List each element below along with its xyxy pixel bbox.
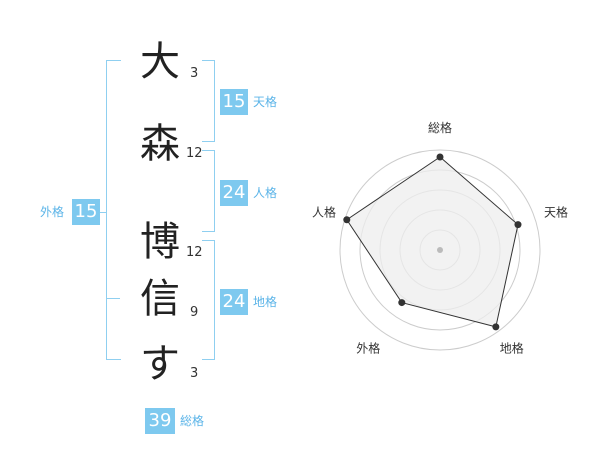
chikaku-bracket	[202, 240, 215, 360]
name-char-4: 信	[140, 276, 180, 322]
radar-point	[436, 153, 444, 161]
gaikaku-badge: 15	[72, 199, 100, 225]
radar-axis-label: 総格	[428, 120, 452, 135]
stroke-count-2: 12	[186, 146, 203, 161]
soukaku-badge: 39	[145, 408, 175, 434]
tenkaku-badge: 15	[220, 89, 248, 115]
stroke-count-1: 3	[190, 66, 199, 81]
soukaku-label: 総格	[180, 414, 205, 428]
name-char-1: 大	[140, 39, 180, 85]
radar-axis-label: 地格	[500, 341, 524, 356]
name-char-2: 森	[140, 121, 180, 167]
gaikaku-label: 外格	[40, 205, 65, 219]
tenkaku-bracket	[202, 60, 215, 142]
stroke-count-3: 12	[186, 245, 203, 260]
gaikaku-connector	[100, 212, 107, 213]
jinkaku-badge: 24	[220, 180, 248, 206]
radar-point	[398, 299, 406, 307]
radar-point	[492, 323, 500, 331]
chikaku-badge: 24	[220, 289, 248, 315]
tenkaku-label: 天格	[253, 95, 278, 109]
stroke-count-4: 9	[190, 305, 199, 320]
radar-axis-label: 人格	[312, 204, 336, 219]
stroke-count-5: 3	[190, 366, 199, 381]
radar-point	[514, 221, 522, 229]
name-char-3: 博	[140, 219, 180, 265]
jinkaku-label: 人格	[253, 186, 278, 200]
radar-series-area	[346, 156, 519, 328]
gaikaku-bracket-tick	[106, 298, 120, 299]
chikaku-label: 地格	[253, 295, 278, 309]
radar-axis-label: 外格	[356, 341, 380, 356]
name-char-5: す	[140, 341, 180, 387]
gaikaku-bracket	[106, 60, 121, 360]
radar-center-dot	[437, 247, 443, 253]
radar-axis-label: 天格	[544, 204, 568, 219]
radar-point	[343, 216, 351, 224]
radar-grid-ring	[339, 149, 541, 351]
jinkaku-bracket	[202, 150, 215, 232]
